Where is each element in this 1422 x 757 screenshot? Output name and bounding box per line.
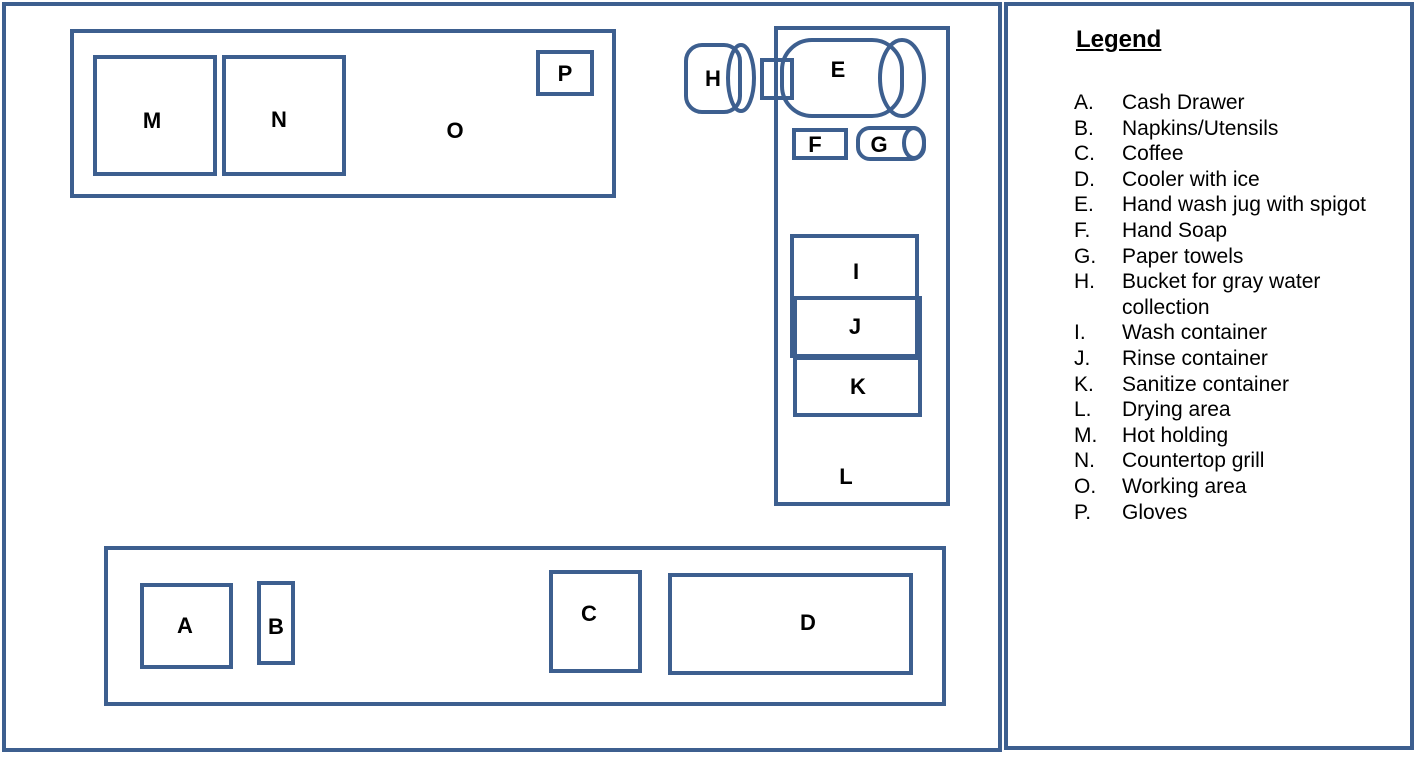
- legend-item-description: Hand wash jug with spigot: [1122, 193, 1366, 217]
- legend-item-description: Countertop grill: [1122, 449, 1265, 473]
- legend-item-letter: L.: [1074, 398, 1092, 422]
- legend-item: H. Bucket for gray water collection: [1074, 269, 1394, 320]
- sanitize-container: [793, 354, 922, 417]
- booth-outline: [2, 2, 1002, 752]
- legend-item-description: Bucket for gray water collection: [1122, 270, 1321, 319]
- hand-wash-jug-body: [780, 38, 904, 118]
- legend-title: Legend: [1076, 26, 1162, 53]
- legend-item-description: Coffee: [1122, 142, 1184, 166]
- label-O: O: [446, 118, 463, 143]
- top-table: [70, 29, 616, 198]
- hand-wash-jug-end: [878, 38, 926, 118]
- label-G: G: [870, 132, 887, 157]
- legend-item: A. Cash Drawer: [1074, 90, 1394, 116]
- legend-item-letter: B.: [1074, 116, 1094, 140]
- legend-item: F. Hand Soap: [1074, 218, 1394, 244]
- label-A: A: [177, 613, 193, 638]
- cash-drawer-box: [140, 583, 233, 669]
- legend-item: L. Drying area: [1074, 397, 1394, 423]
- paper-towels-end: [902, 126, 926, 160]
- legend-item-description: Gloves: [1122, 500, 1188, 524]
- label-P: P: [558, 61, 573, 86]
- legend-item: P. Gloves: [1074, 500, 1394, 526]
- label-N: N: [271, 107, 287, 132]
- legend-item-letter: E.: [1074, 193, 1094, 217]
- label-D: D: [800, 610, 816, 635]
- hot-holding-box: [93, 55, 217, 176]
- bucket-body: [684, 43, 742, 114]
- paper-towels-roll: [856, 126, 926, 161]
- right-table: [774, 26, 950, 506]
- label-H: H: [705, 66, 721, 91]
- label-M: M: [143, 108, 161, 133]
- legend-item-description: Drying area: [1122, 398, 1231, 422]
- legend-item-letter: J.: [1074, 346, 1091, 370]
- spigot: [760, 58, 794, 100]
- legend-item-description: Napkins/Utensils: [1122, 116, 1279, 140]
- legend-item: O. Working area: [1074, 474, 1394, 500]
- legend-item-letter: M.: [1074, 423, 1098, 447]
- label-E: E: [831, 57, 846, 82]
- legend-item: B. Napkins/Utensils: [1074, 116, 1394, 142]
- legend-item: K. Sanitize container: [1074, 372, 1394, 398]
- label-B: B: [268, 614, 284, 639]
- legend-item-description: Cooler with ice: [1122, 167, 1260, 191]
- label-J: J: [849, 314, 861, 339]
- legend-item-letter: O.: [1074, 474, 1097, 498]
- legend-item: J. Rinse container: [1074, 346, 1394, 372]
- legend-item-letter: I.: [1074, 321, 1086, 345]
- legend-item: I. Wash container: [1074, 320, 1394, 346]
- legend-item-letter: D.: [1074, 167, 1095, 191]
- countertop-grill-box: [222, 55, 346, 176]
- label-F: F: [808, 132, 821, 157]
- legend-item-letter: C.: [1074, 142, 1095, 166]
- bucket-rim: [726, 43, 756, 113]
- legend-item-description: Cash Drawer: [1122, 91, 1245, 114]
- legend-item-letter: N.: [1074, 449, 1095, 473]
- legend-item-description: Sanitize container: [1122, 372, 1289, 396]
- legend-item: N. Countertop grill: [1074, 448, 1394, 474]
- legend-item-description: Working area: [1122, 474, 1247, 498]
- label-L: L: [839, 464, 852, 489]
- legend-item-letter: H.: [1074, 270, 1095, 294]
- legend-item-description: Hot holding: [1122, 423, 1229, 447]
- legend-item-letter: G.: [1074, 244, 1097, 268]
- legend-item-description: Wash container: [1122, 321, 1268, 345]
- napkins-utensils-box: [257, 581, 295, 665]
- bottom-table: [104, 546, 946, 706]
- legend-item-description: Rinse container: [1122, 346, 1268, 370]
- legend-item-description: Paper towels: [1122, 244, 1244, 268]
- cooler-box: [668, 573, 913, 675]
- hand-soap-box: [792, 128, 848, 160]
- coffee-box: [549, 570, 642, 673]
- label-I: I: [853, 259, 859, 284]
- legend-item: M. Hot holding: [1074, 423, 1394, 449]
- legend-item-description: Hand Soap: [1122, 218, 1228, 242]
- legend-item-letter: K.: [1074, 372, 1094, 396]
- label-C: C: [581, 601, 597, 626]
- label-K: K: [850, 374, 866, 399]
- gloves-box: [536, 50, 594, 96]
- legend-item: G. Paper towels: [1074, 244, 1394, 270]
- legend-item: E. Hand wash jug with spigot: [1074, 192, 1394, 218]
- legend-item-letter: F.: [1074, 218, 1091, 242]
- legend-item-letter: A.: [1074, 91, 1094, 114]
- legend-item: D. Cooler with ice: [1074, 167, 1394, 193]
- legend-item-letter: P.: [1074, 500, 1092, 524]
- legend-item: C. Coffee: [1074, 141, 1394, 167]
